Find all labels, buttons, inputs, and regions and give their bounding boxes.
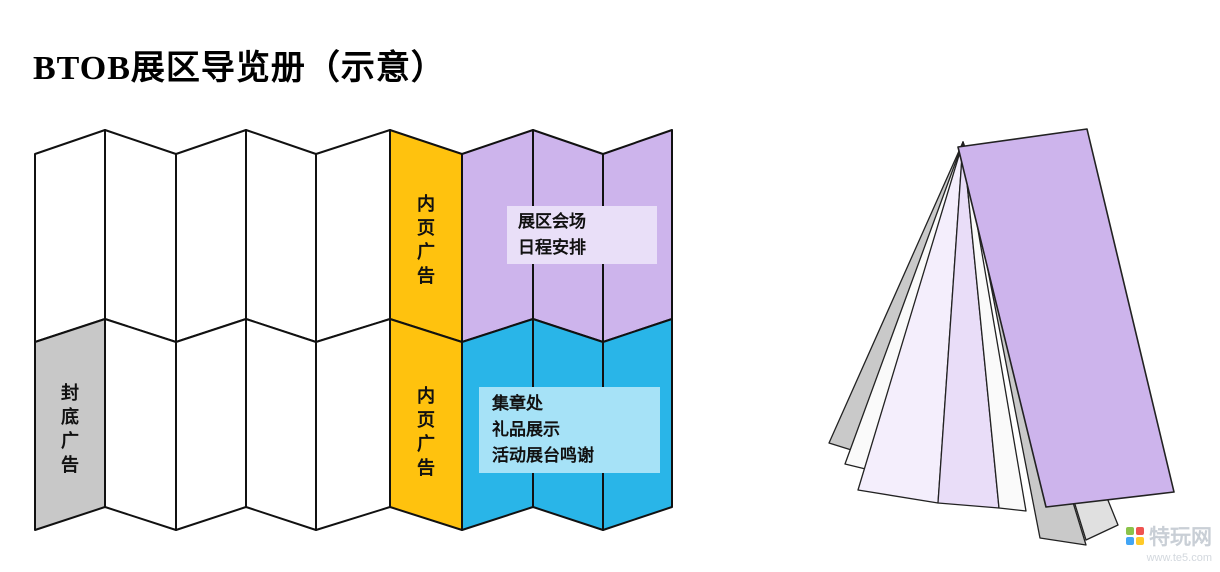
panel-top-5 [315, 129, 391, 343]
blue-section-line3: 活动展台鸣谢 [492, 446, 594, 465]
panel-bottom-5 [315, 318, 391, 531]
blue-section-line2: 礼品展示 [492, 420, 560, 439]
watermark-site-url: www.te5.com [1146, 552, 1212, 564]
purple-section-line2: 日程安排 [518, 238, 586, 257]
back-cover-ad-label: 封底广告 [59, 383, 79, 479]
page-title: BTOB展区导览册（示意） [33, 50, 446, 87]
purple-section-line1: 展区会场 [518, 212, 586, 231]
panel-top-2 [104, 129, 177, 343]
watermark-logo-icon [1126, 527, 1144, 545]
inner-ad-bottom-label: 内页广告 [415, 386, 435, 482]
panel-bottom-2 [104, 318, 177, 531]
panel-top-1 [34, 129, 106, 343]
booklet-front-cover [957, 128, 1175, 508]
watermark: 特玩网 www.te5.com [1126, 521, 1212, 564]
panel-bottom-3 [175, 318, 247, 531]
watermark-site-name: 特玩网 [1149, 526, 1212, 549]
panel-top-3 [175, 129, 247, 343]
panel-top-4 [245, 129, 317, 343]
inner-ad-top-label: 内页广告 [415, 194, 435, 290]
panel-bottom-4 [245, 318, 317, 531]
purple-section-label: 展区会场 日程安排 [507, 206, 657, 264]
folded-booklet-illustration [828, 128, 1175, 546]
blue-section-line1: 集章处 [492, 394, 543, 413]
blue-section-label: 集章处 礼品展示 活动展台鸣谢 [479, 387, 660, 473]
